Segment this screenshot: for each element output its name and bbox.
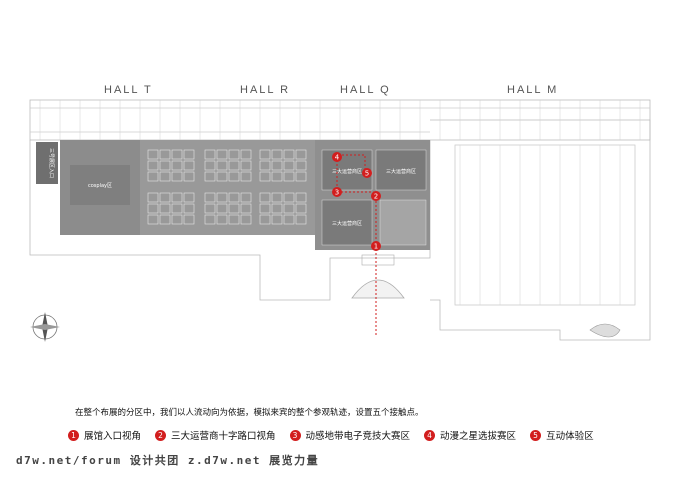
marker-1: 1 [371,241,381,251]
legend-label: 互动体验区 [546,431,594,442]
svg-text:4: 4 [335,154,340,162]
hall-label-q: HALL Q [340,84,391,96]
legend-label: 三大运营商十字路口视角 [171,431,276,442]
marker-2: 2 [371,191,381,201]
legend-item-2: 2 三大运营商十字路口视角 [155,428,276,442]
legend-item-4: 4 动漫之星选拔赛区 [424,428,516,442]
entrance-canopy [351,279,405,299]
legend: 1 展馆入口视角 2 三大运营商十字路口视角 3 动感地带电子竞技大赛区 4 动… [68,428,594,442]
legend-item-1: 1 展馆入口视角 [68,428,141,442]
booth-grid [147,149,307,225]
decor-right [589,323,621,338]
description-text: 在整个布展的分区中，我们以人流动向为依据，模拟来宾的整个参观轨迹，设置五个接触点… [75,408,424,418]
legend-number: 2 [155,429,167,441]
legend-number: 3 [289,429,301,441]
column-grid [39,100,641,305]
side-block-label: 三号展区入口 [48,148,54,178]
legend-label: 动漫之星选拔赛区 [440,431,517,442]
svg-text:2: 2 [374,193,378,201]
legend-item-5: 5 互动体验区 [530,428,594,442]
hall-label-m: HALL M [507,84,559,96]
cosplay-zone [70,165,130,205]
legend-label: 展馆入口视角 [84,431,142,442]
side-block [36,142,58,184]
stage-area [379,199,427,246]
legend-item-3: 3 动感地带电子竞技大赛区 [289,428,411,442]
hall-label-r: HALL R [240,84,291,96]
compass-icon [30,312,60,342]
marker-3: 3 [332,187,342,197]
legend-number: 1 [68,429,79,441]
entrance-steps [361,254,395,266]
legend-number: 4 [424,429,436,441]
svg-text:5: 5 [365,170,369,178]
legend-label: 动感地带电子竞技大赛区 [305,431,411,442]
zone-upper-label: 三大运营商区 [332,168,362,175]
marker-5: 5 [362,168,372,178]
watermark: d7w.net/forum 设计共团 z.d7w.net 展览力量 [16,454,320,467]
legend-number: 5 [530,429,542,441]
zone-lower [321,199,373,246]
hall-r-area [140,140,315,235]
floor-plan: 三号展区入口 cosplay区 三大运营商区 三大运营商区 三大运营商区 1 2… [29,99,651,341]
zone-right [375,149,427,191]
marker-4: 4 [332,152,342,162]
svg-text:3: 3 [335,189,339,197]
zone-lower-label: 三大运营商区 [332,220,362,227]
cosplay-label: cosplay区 [88,183,112,189]
svg-text:1: 1 [374,243,378,251]
hall-label-t: HALL T [104,84,153,96]
zone-right-label: 三大运营商区 [386,168,416,175]
